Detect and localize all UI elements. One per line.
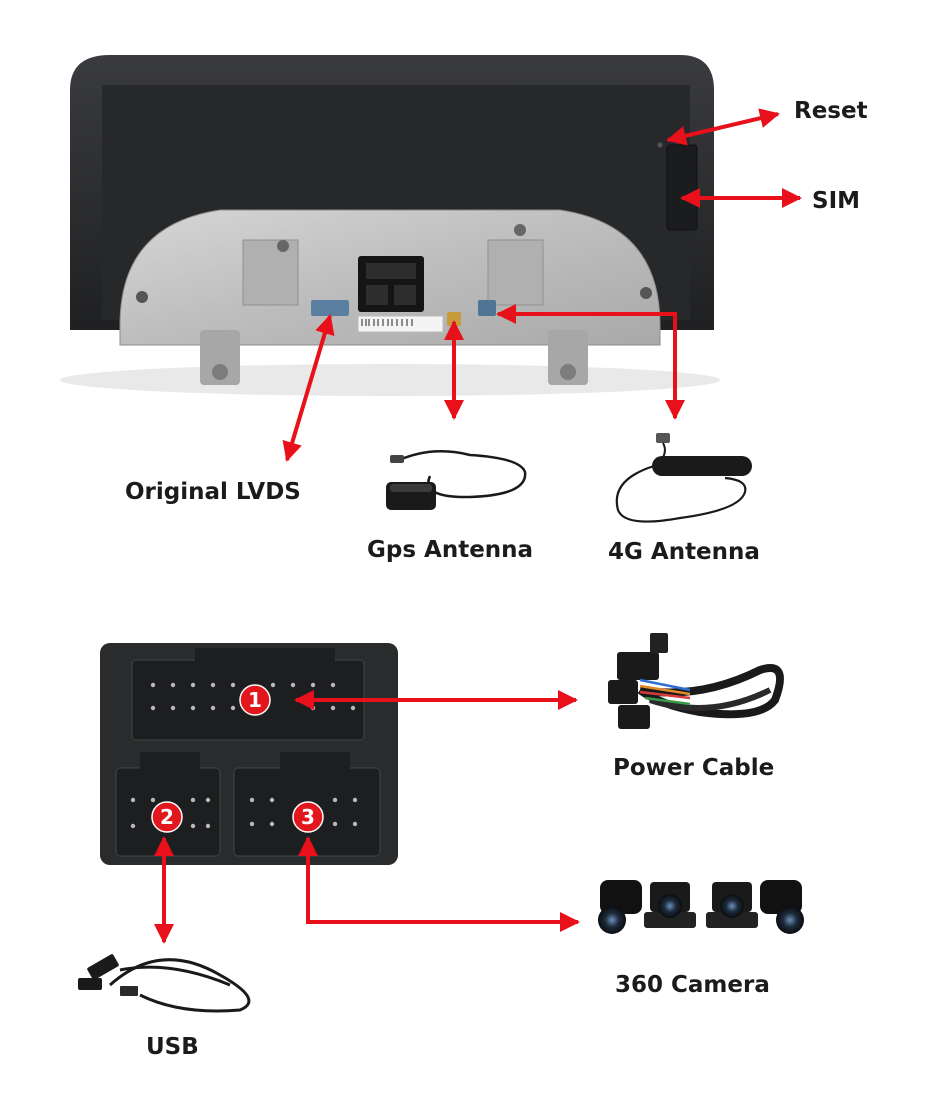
lvds-port bbox=[311, 300, 349, 316]
4g-port bbox=[478, 300, 496, 316]
usb-cable-image bbox=[78, 954, 251, 1013]
left-mount-bracket bbox=[200, 330, 240, 385]
connector-closeup: 1 2 3 bbox=[100, 643, 398, 865]
label-4g-antenna: 4G Antenna bbox=[608, 539, 760, 565]
sim-slot-cover bbox=[666, 144, 698, 231]
head-unit-back bbox=[60, 55, 720, 396]
badge-2: 2 bbox=[151, 801, 183, 833]
label-gps-antenna: Gps Antenna bbox=[367, 537, 534, 563]
camera-3 bbox=[706, 882, 758, 928]
serial-sticker bbox=[357, 315, 444, 333]
badge-2-text: 2 bbox=[160, 805, 174, 829]
badge-1-text: 1 bbox=[248, 688, 262, 712]
label-reset: Reset bbox=[794, 98, 868, 124]
4g-antenna-body bbox=[652, 456, 752, 476]
reset-hole bbox=[657, 142, 663, 148]
camera-4 bbox=[760, 880, 804, 934]
label-power-cable: Power Cable bbox=[613, 755, 775, 781]
lvds-arrow bbox=[282, 314, 335, 462]
label-sim: SIM bbox=[812, 188, 861, 214]
arrows bbox=[154, 108, 802, 944]
360-camera-image bbox=[598, 880, 804, 934]
label-360-camera: 360 Camera bbox=[615, 972, 770, 998]
badge-3: 3 bbox=[292, 801, 324, 833]
4g-antenna-image bbox=[615, 433, 752, 523]
camera-1 bbox=[598, 880, 642, 934]
gps-antenna-image bbox=[386, 450, 527, 510]
label-original-lvds: Original LVDS bbox=[125, 479, 301, 505]
camera-2 bbox=[644, 882, 696, 928]
badge-3-text: 3 bbox=[301, 805, 315, 829]
label-usb: USB bbox=[146, 1034, 199, 1060]
reset-arrow bbox=[666, 108, 780, 146]
camera-arrow bbox=[298, 836, 580, 932]
badge-1: 1 bbox=[239, 684, 271, 716]
power-cable-image bbox=[608, 633, 784, 729]
4g-arrow bbox=[496, 304, 685, 420]
